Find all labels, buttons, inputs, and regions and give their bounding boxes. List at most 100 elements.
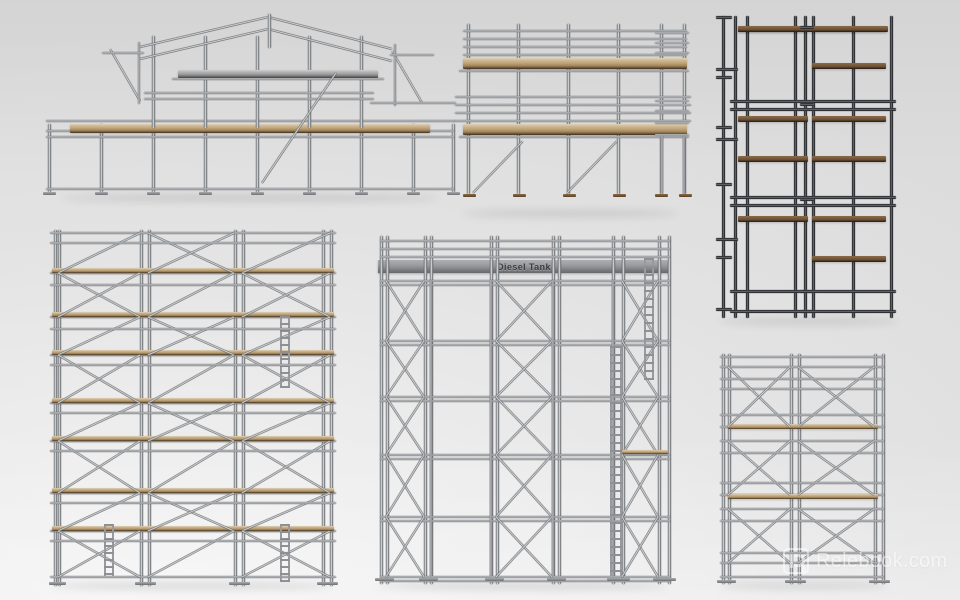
ladder-rung xyxy=(644,290,654,292)
horizontal-ledger xyxy=(720,552,884,554)
ladder-rung xyxy=(104,552,114,554)
vertical-standard xyxy=(394,44,396,106)
base-foot xyxy=(303,192,316,195)
horizontal-ledger xyxy=(800,198,814,201)
scaffold-plank xyxy=(812,256,886,262)
vertical-standard xyxy=(58,230,61,586)
diesel-tank-label: Diesel Tank xyxy=(497,261,551,272)
vertical-standard xyxy=(874,354,877,584)
horizontal-ledger xyxy=(655,134,689,136)
scaffold-plank xyxy=(52,488,334,493)
ladder-rung xyxy=(280,559,290,561)
vertical-standard xyxy=(430,280,432,576)
vertical-standard xyxy=(794,16,797,318)
base-foot xyxy=(135,582,148,585)
model-gable-roof-scaffold xyxy=(40,6,460,206)
base-foot xyxy=(869,580,882,583)
ladder-rung xyxy=(644,378,654,380)
base-foot xyxy=(95,192,108,195)
horizontal-ledger xyxy=(50,450,336,452)
horizontal-ledger xyxy=(455,120,691,122)
ladder-rung xyxy=(280,351,290,353)
ladder-rung xyxy=(644,266,654,268)
scaffold-plank xyxy=(738,26,888,32)
ladder-rung xyxy=(280,379,290,381)
horizontal-ledger xyxy=(463,54,687,56)
scaffold-plank xyxy=(812,63,886,69)
horizontal-ledger xyxy=(720,482,884,484)
ladder-rung xyxy=(610,546,622,548)
horizontal-ledger xyxy=(50,232,336,234)
horizontal-ledger xyxy=(720,452,884,454)
scaffold-plank xyxy=(52,436,334,441)
ladder-rung xyxy=(644,274,654,276)
vertical-standard xyxy=(308,36,311,128)
vertical-standard xyxy=(360,124,363,192)
scaffold-plank xyxy=(738,216,808,222)
scaffold-plank xyxy=(70,124,430,133)
base-foot xyxy=(463,194,476,197)
base-foot xyxy=(613,194,626,197)
ladder-rung xyxy=(280,573,290,575)
base-foot xyxy=(513,194,526,197)
vertical-standard xyxy=(452,124,455,192)
horizontal-ledger xyxy=(720,520,884,522)
vertical-standard xyxy=(140,230,143,586)
horizontal-ledger xyxy=(463,30,687,32)
horizontal-ledger xyxy=(716,138,738,141)
vertical-standard xyxy=(661,136,663,194)
ladder-rung xyxy=(610,426,622,428)
ladder-rung xyxy=(610,506,622,508)
base-foot xyxy=(251,192,264,195)
scaffold-plank xyxy=(463,58,687,69)
ladder-rung xyxy=(610,498,622,500)
vertical-standard xyxy=(668,236,671,584)
ladder-rung xyxy=(610,466,622,468)
ladder-rung xyxy=(644,330,654,332)
vertical-standard xyxy=(490,280,492,576)
horizontal-ledger xyxy=(50,364,336,366)
scaffold-plank xyxy=(52,526,334,531)
base-foot xyxy=(553,578,566,581)
horizontal-ledger xyxy=(800,290,814,293)
base-foot xyxy=(143,582,156,585)
horizontal-ledger xyxy=(380,396,670,398)
base-foot xyxy=(147,192,160,195)
horizontal-ledger xyxy=(720,576,884,578)
ladder-rung xyxy=(610,346,622,348)
horizontal-ledger xyxy=(655,122,689,124)
vertical-standard xyxy=(567,24,570,194)
ladder-rung xyxy=(610,522,622,524)
horizontal-ledger xyxy=(716,16,732,19)
vertical-standard xyxy=(728,354,731,584)
scaffold-plank xyxy=(728,424,878,429)
ladder-rung xyxy=(644,258,654,260)
scaffold-plank xyxy=(738,156,808,162)
horizontal-ledger xyxy=(172,78,384,80)
vertical-standard xyxy=(256,124,259,192)
vertical-standard xyxy=(746,16,749,318)
horizontal-ledger xyxy=(655,52,689,54)
horizontal-ledger xyxy=(50,576,336,578)
ladder-rung xyxy=(610,354,622,356)
scaffold-plank xyxy=(463,124,687,135)
ladder-rung xyxy=(644,298,654,300)
vertical-standard xyxy=(552,280,554,576)
horizontal-ledger xyxy=(459,136,689,138)
ladder-rung xyxy=(280,358,290,360)
base-foot xyxy=(43,192,56,195)
base-foot xyxy=(617,578,630,581)
vertical-standard xyxy=(558,236,561,584)
base-foot xyxy=(563,194,576,197)
model-twin-bay-cross-brace-tower xyxy=(714,348,894,590)
scaffold-plank xyxy=(812,156,886,162)
vertical-standard xyxy=(612,280,614,576)
vertical-standard xyxy=(54,230,57,586)
horizontal-ledger xyxy=(800,26,814,29)
vertical-standard xyxy=(658,236,661,584)
vertical-standard xyxy=(322,230,325,586)
horizontal-ledger xyxy=(144,98,374,100)
vertical-standard xyxy=(330,230,333,586)
vertical-standard xyxy=(424,236,427,584)
base-foot xyxy=(679,194,692,197)
